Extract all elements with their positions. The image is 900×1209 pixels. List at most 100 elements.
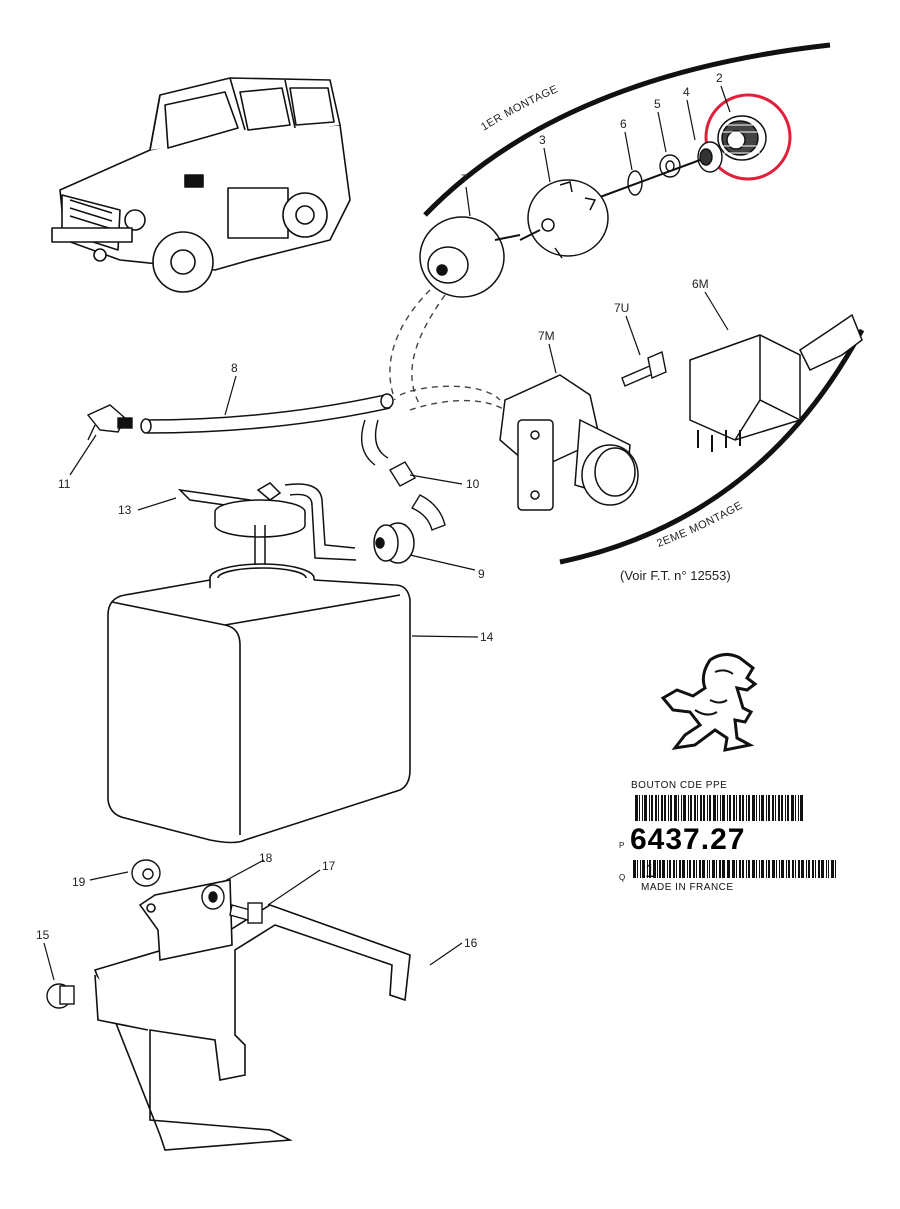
barcode-bar: [755, 795, 757, 821]
barcode-bar: [680, 795, 683, 821]
callout-2: 2: [716, 71, 723, 85]
part-19-nut: [131, 859, 161, 887]
callout-16: 16: [464, 936, 478, 950]
barcode-bar: [638, 795, 640, 821]
barcode-bar: [661, 795, 663, 821]
barcode-bar: [741, 860, 745, 878]
barcode-bar: [732, 860, 735, 878]
vehicle-illustration: [51, 77, 351, 293]
barcode-bar: [699, 860, 701, 878]
barcode-bar: [735, 860, 737, 878]
barcode-bar: [732, 795, 736, 821]
callout-4: 4: [683, 85, 690, 99]
part-3-switch: [519, 179, 609, 259]
tag-part-prefix: P: [619, 841, 625, 850]
barcode-bar: [633, 860, 636, 878]
barcode-bar: [722, 795, 725, 821]
barcode-bar: [654, 795, 658, 821]
barcode-bar: [701, 860, 705, 878]
barcode-bar: [697, 795, 698, 821]
barcode-bar: [748, 795, 750, 821]
part-14-tank: [107, 563, 411, 844]
barcode-bar: [818, 860, 821, 878]
part-7u-bolt: [621, 351, 667, 387]
barcode-bar: [791, 795, 794, 821]
tag-quantity: 1: [645, 861, 656, 881]
barcode-bar: [787, 795, 789, 821]
assembly-arcs: [423, 42, 865, 565]
barcode-bar: [786, 860, 787, 878]
barcode-bar: [771, 860, 775, 878]
barcode-bar: [821, 860, 824, 878]
barcode-bar: [771, 795, 775, 821]
highlight-circle: [704, 93, 792, 181]
barcode-bar: [780, 795, 784, 821]
barcode-bar: [758, 795, 761, 821]
part-13-pump-cap: [177, 482, 357, 580]
barcode-bar: [659, 860, 662, 878]
part-18-washer: [201, 884, 225, 910]
barcode-top: [635, 795, 805, 821]
barcode-bar: [755, 860, 757, 878]
barcode-bar: [650, 795, 653, 821]
barcode-bar: [688, 860, 691, 878]
barcode-bar: [668, 860, 671, 878]
callout-labels: 2 3 4 5 6 7 7U 7M 6M 8 9 10 11 13 14 15 …: [36, 71, 723, 950]
part-7m-pump: [499, 374, 639, 511]
barcode-bar: [713, 795, 716, 821]
callout-14: 14: [480, 630, 494, 644]
part-7-motor: [419, 216, 521, 298]
barcode-bar: [815, 860, 817, 878]
barcode-bar: [785, 795, 787, 821]
barcode-bar: [670, 795, 672, 821]
part-6m-toggle-switch: [689, 313, 863, 452]
part-10-connector: [361, 419, 446, 531]
callout-7u: 7U: [614, 301, 629, 315]
barcode-bar: [765, 795, 767, 821]
callout-10: 10: [466, 477, 480, 491]
barcode-bar: [827, 860, 830, 878]
barcode-bar: [674, 795, 677, 821]
barcode-bar: [700, 795, 702, 821]
barcode-bar: [709, 795, 711, 821]
barcode-bar: [761, 795, 764, 821]
barcode-bar: [662, 860, 665, 878]
barcode-bar: [663, 795, 667, 821]
tag-description: BOUTON CDE PPE: [631, 780, 728, 791]
barcode-bar: [766, 860, 768, 878]
barcode-bar: [741, 795, 745, 821]
callout-11: 11: [58, 477, 71, 491]
tag-part-number: 6437.27: [630, 823, 746, 856]
callout-15: 15: [36, 928, 50, 942]
barcode-bar: [768, 860, 770, 878]
barcode-bar: [761, 860, 765, 878]
barcode-bar: [692, 860, 696, 878]
callout-3: 3: [539, 133, 546, 147]
barcode-bar: [807, 860, 810, 878]
barcode-bar: [794, 795, 796, 821]
callout-6m: 6M: [692, 277, 709, 291]
barcode-bar: [775, 860, 777, 878]
callout-13: 13: [118, 503, 132, 517]
barcode-bar: [775, 795, 776, 821]
barcode-bar: [728, 795, 731, 821]
part-5: [659, 154, 681, 178]
barcode-bar: [831, 860, 835, 878]
barcode-bar: [712, 860, 716, 878]
part-15-foot: [46, 983, 75, 1009]
barcode-bar: [689, 795, 692, 821]
reference-note: (Voir F.T. n° 12553): [620, 568, 731, 583]
barcode-bar: [677, 795, 679, 821]
callout-9: 9: [478, 567, 485, 581]
barcode-bar: [752, 795, 755, 821]
barcode-bar: [707, 795, 709, 821]
barcode-bar: [752, 860, 755, 878]
barcode-bar: [738, 860, 741, 878]
barcode-bar: [687, 795, 689, 821]
barcode-bar: [652, 860, 656, 878]
barcode-bar: [739, 795, 741, 821]
barcode-bar: [778, 860, 781, 878]
barcode-bar: [767, 795, 770, 821]
barcode-bar: [805, 860, 807, 878]
